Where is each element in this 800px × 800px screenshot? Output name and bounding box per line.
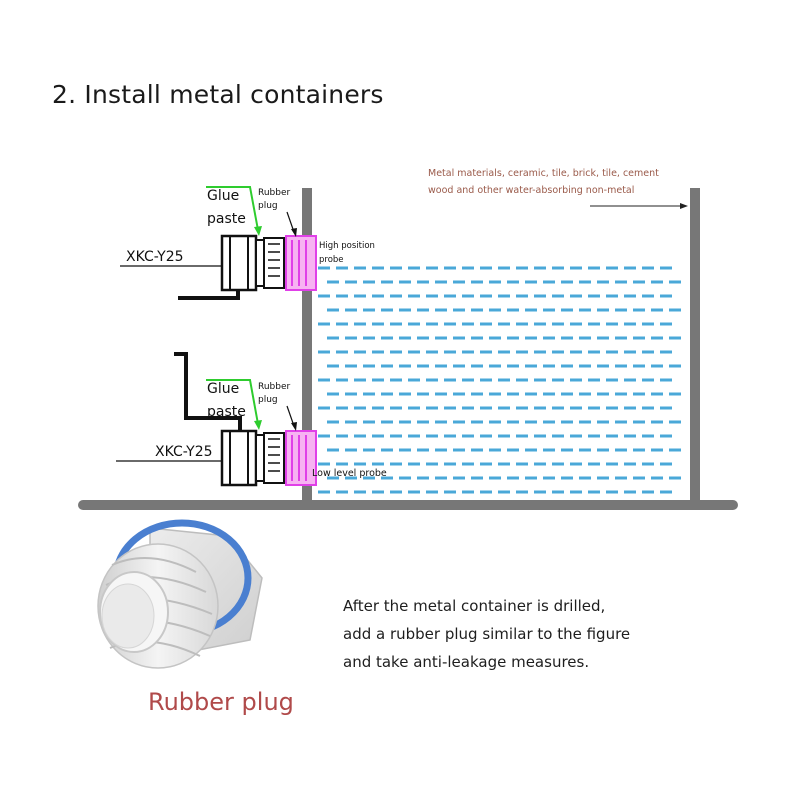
- water-fill: [318, 266, 681, 494]
- top-plug-arrow: [286, 211, 295, 233]
- instructions-line3: and take anti-leakage measures.: [343, 653, 590, 671]
- note-arrow-head: [680, 203, 688, 209]
- bottom-sensor: XKC-Y25 Glue paste Rubber plug Low level…: [116, 352, 387, 487]
- top-sensor: XKC-Y25 Glue paste Rubber plug High posi…: [120, 186, 375, 300]
- top-glue-arrow: [206, 186, 259, 231]
- container-note-line1: Metal materials, ceramic, tile, brick, t…: [428, 168, 659, 179]
- bottom-sensor-model: XKC-Y25: [155, 444, 213, 460]
- instructions-line1: After the metal container is drilled,: [343, 597, 606, 615]
- bottom-threaded-fitting: [263, 432, 285, 484]
- top-plug-label-line2: plug: [258, 201, 278, 211]
- top-glue-layer: [255, 239, 265, 287]
- bottom-sensor-body-inner: [229, 430, 249, 486]
- top-high-position-probe: [285, 235, 317, 291]
- bottom-glue-label-line1: Glue: [207, 381, 239, 397]
- bottom-glue-label-line2: paste: [207, 404, 246, 420]
- top-glue-label-line1: Glue: [207, 188, 239, 204]
- bottom-sensor-cable: [174, 352, 242, 432]
- bottom-glue-layer: [255, 434, 265, 482]
- top-plug-label-line1: Rubber: [258, 188, 291, 198]
- rubber-plug-caption: Rubber plug: [148, 688, 294, 716]
- top-sensor-body-inner: [229, 235, 249, 291]
- bottom-sensor-body: [220, 429, 258, 487]
- container-note-line2: wood and other water-absorbing non-metal: [428, 185, 634, 196]
- page-title: 2. Install metal containers: [52, 80, 384, 109]
- instructions-line2: add a rubber plug similar to the figure: [343, 625, 631, 643]
- plug-inner-bore: [101, 583, 155, 649]
- top-threaded-fitting: [263, 237, 285, 289]
- container-right-wall: [690, 188, 700, 504]
- rubber-plug-illustration: [97, 519, 263, 669]
- bottom-probe-label: Low level probe: [312, 468, 387, 479]
- bottom-plug-label-line1: Rubber: [258, 382, 291, 392]
- container-left-wall: [302, 188, 312, 504]
- top-glue-label-line2: paste: [207, 211, 246, 227]
- bottom-plug-label-line2: plug: [258, 395, 278, 405]
- top-probe-label-line2: probe: [319, 255, 344, 265]
- instructions-text: After the metal container is drilled, ad…: [343, 592, 773, 676]
- top-probe-label-line1: High position: [319, 241, 375, 251]
- floor-base: [78, 500, 738, 510]
- bottom-plug-arrow: [286, 405, 295, 427]
- bottom-glue-arrow: [206, 379, 259, 425]
- top-sensor-model: XKC-Y25: [126, 249, 184, 265]
- top-sensor-body: [220, 234, 258, 292]
